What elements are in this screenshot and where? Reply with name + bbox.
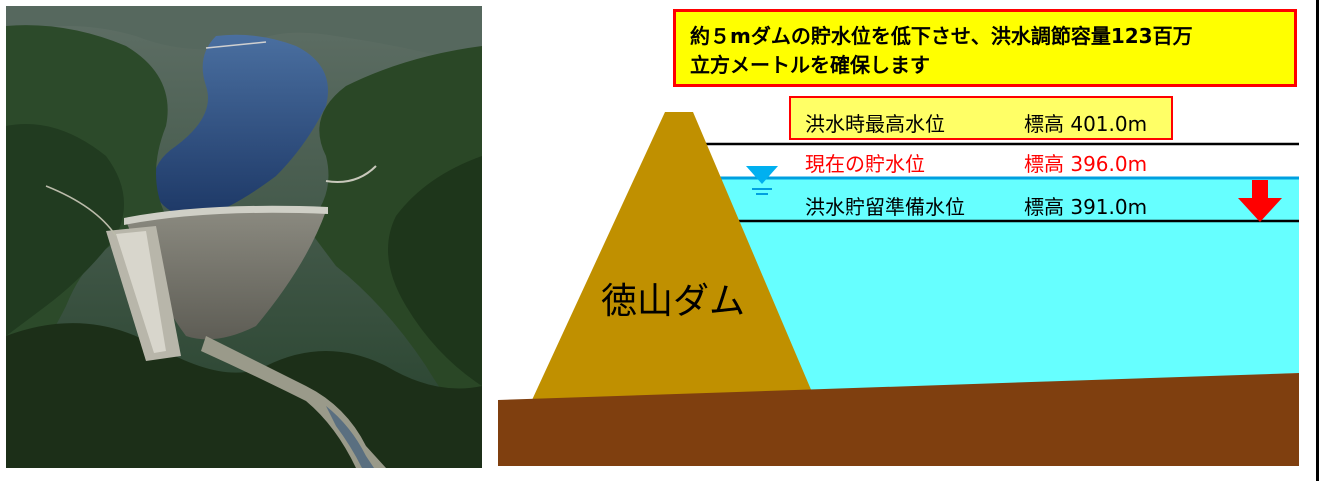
level-name: 洪水貯留準備水位	[805, 195, 965, 219]
level-elevation: 標高 401.0m	[1024, 112, 1147, 136]
down-arrow-icon	[1238, 180, 1282, 222]
ground	[498, 373, 1299, 466]
dam-body	[532, 112, 812, 400]
callout-box: 約５mダムの貯水位を低下させ、洪水調節容量123百万 立方メートルを確保します	[673, 9, 1297, 87]
max-flood-level-box	[789, 96, 1173, 140]
dam-label: 徳山ダム	[601, 281, 745, 322]
right-border	[1316, 0, 1319, 481]
dam-aerial-photo	[6, 6, 482, 468]
callout-line-1: 約５mダムの貯水位を低下させ、洪水調節容量123百万	[690, 24, 1193, 48]
callout-line-2: 立方メートルを確保します	[690, 53, 930, 77]
level-elevation: 標高 391.0m	[1024, 195, 1147, 219]
level-elevation: 標高 396.0m	[1024, 152, 1147, 176]
water-level-diagram: 洪水時最高水位 標高 401.0m 現在の貯水位 標高 396.0m 洪水貯留準…	[498, 96, 1299, 466]
level-name: 現在の貯水位	[805, 152, 925, 176]
water-level-triangle-icon	[746, 166, 778, 195]
level-name: 洪水時最高水位	[805, 112, 945, 136]
reservoir-water	[714, 178, 1299, 392]
